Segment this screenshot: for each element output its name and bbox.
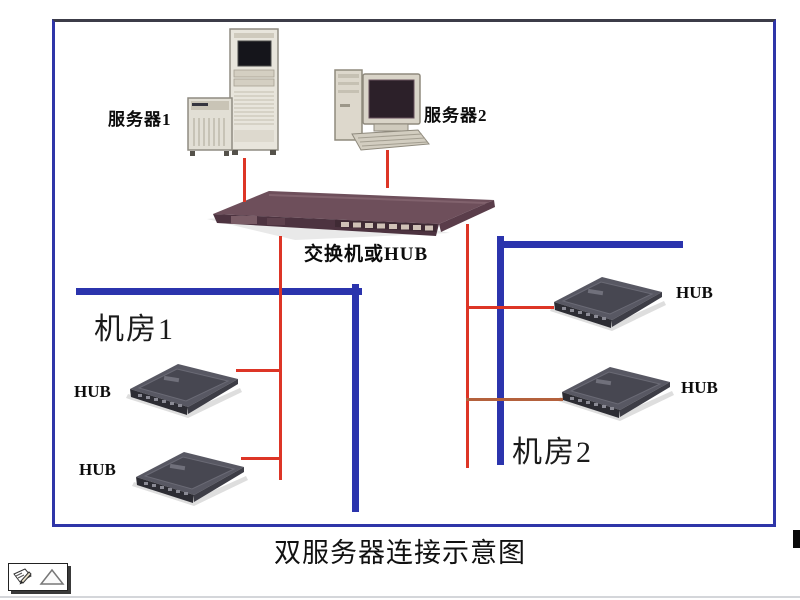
cable-server2-to-switch: [386, 150, 389, 188]
cable-server1-to-switch: [243, 158, 246, 202]
hub-image-room1-2: [131, 451, 249, 507]
hub-image-room2-2: [557, 366, 675, 422]
cable-switch-to-room2: [466, 224, 469, 468]
cable-room2-hub2: [466, 398, 563, 401]
hub-label-room1-1: HUB: [74, 382, 111, 401]
hub-label-room1-2: HUB: [79, 460, 116, 479]
hub-image-room2-1: [549, 276, 667, 332]
switch-label: 交换机或HUB: [304, 244, 429, 265]
cable-room2-hub1: [466, 306, 554, 309]
backbone-room2-horizontal-line: [500, 241, 683, 248]
network-switch-image: [207, 191, 495, 240]
hub-label-room2-1: HUB: [676, 283, 713, 302]
pen-icon[interactable]: [12, 567, 34, 587]
tower-server-image: [187, 28, 279, 156]
desktop-computer-image: [334, 69, 430, 151]
backbone-room2-vertical-line: [497, 236, 504, 465]
room2-label: 机房2: [512, 436, 593, 469]
slideshow-toolbar: [8, 563, 68, 591]
backbone-room1-vertical-line: [352, 284, 359, 512]
server2-label: 服务器2: [424, 106, 488, 125]
cable-switch-to-room1: [279, 236, 282, 480]
right-edge-fragment: [793, 530, 800, 548]
triangle-pointer-icon[interactable]: [38, 567, 65, 587]
diagram-title: 双服务器连接示意图: [274, 538, 526, 568]
cable-room1-hub1: [236, 369, 281, 372]
server1-label: 服务器1: [108, 110, 172, 129]
room1-label: 机房1: [94, 313, 175, 346]
hub-image-room1-1: [125, 363, 243, 419]
diagram-border: [52, 19, 776, 527]
hub-label-room2-2: HUB: [681, 378, 718, 397]
backbone-room1-horizontal-line: [76, 288, 362, 295]
window-bottom-divider: [0, 596, 800, 598]
cable-room1-hub2: [241, 457, 281, 460]
